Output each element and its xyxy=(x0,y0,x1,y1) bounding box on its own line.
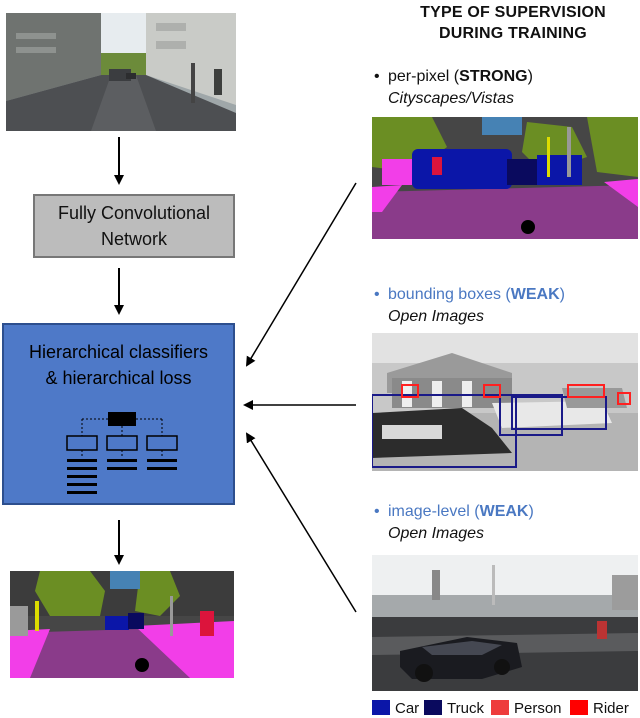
legend-car: Car xyxy=(372,700,419,718)
legend-label-person: Person xyxy=(514,700,562,717)
legend-swatch-rider xyxy=(570,700,588,715)
legend-rider: Rider xyxy=(570,700,629,718)
bullet: • xyxy=(374,68,380,85)
bullet: • xyxy=(374,286,380,303)
legend-swatch-person xyxy=(491,700,509,715)
fully-convolutional-network-box: Fully Convolutional Network xyxy=(33,194,235,258)
supervision-header: TYPE OF SUPERVISION DURING TRAINING xyxy=(388,2,638,44)
hierarchical-classifiers-box: Hierarchical classifiers & hierarchical … xyxy=(2,323,235,505)
legend-label-car: Car xyxy=(395,700,420,717)
arrow-image-supervision xyxy=(245,432,357,613)
bullet: • xyxy=(374,503,380,520)
supervision-strong-label: •per-pixel (STRONG) Cityscapes/Vistas xyxy=(374,66,533,110)
legend-person: Person xyxy=(491,700,562,718)
hier-label-line1: Hierarchical classifiers xyxy=(28,342,209,362)
strength-badge: WEAK xyxy=(510,286,560,303)
output-segmentation-map xyxy=(10,571,234,678)
image-level-annotation-image xyxy=(372,555,638,691)
fcn-label-line2: Network xyxy=(100,229,167,249)
supervision-bbox-label: •bounding boxes (WEAK) Open Images xyxy=(374,284,565,328)
supervision-image-label: •image-level (WEAK) Open Images xyxy=(374,501,534,545)
hier-label-line2: & hierarchical loss xyxy=(45,368,192,388)
fcn-label-line1: Fully Convolutional xyxy=(57,203,211,223)
legend-label-rider: Rider xyxy=(593,700,629,717)
header-line2: DURING TRAINING xyxy=(439,25,587,42)
per-pixel-annotation-image xyxy=(372,117,638,239)
dataset-name: Cityscapes/Vistas xyxy=(388,90,514,107)
strength-badge: STRONG xyxy=(459,68,528,85)
legend-swatch-truck xyxy=(424,700,442,715)
dataset-name: Open Images xyxy=(388,525,485,542)
hierarchy-tree-icon xyxy=(66,412,178,494)
legend-swatch-car xyxy=(372,700,390,715)
dataset-name: Open Images xyxy=(388,308,485,325)
legend-truck: Truck xyxy=(424,700,484,718)
input-street-photo xyxy=(6,13,236,131)
arrow-strong-supervision xyxy=(245,182,357,367)
header-line1: TYPE OF SUPERVISION xyxy=(420,4,606,21)
legend-label-truck: Truck xyxy=(447,700,484,717)
strength-badge: WEAK xyxy=(479,503,529,520)
bounding-box-annotation-image xyxy=(372,333,638,471)
